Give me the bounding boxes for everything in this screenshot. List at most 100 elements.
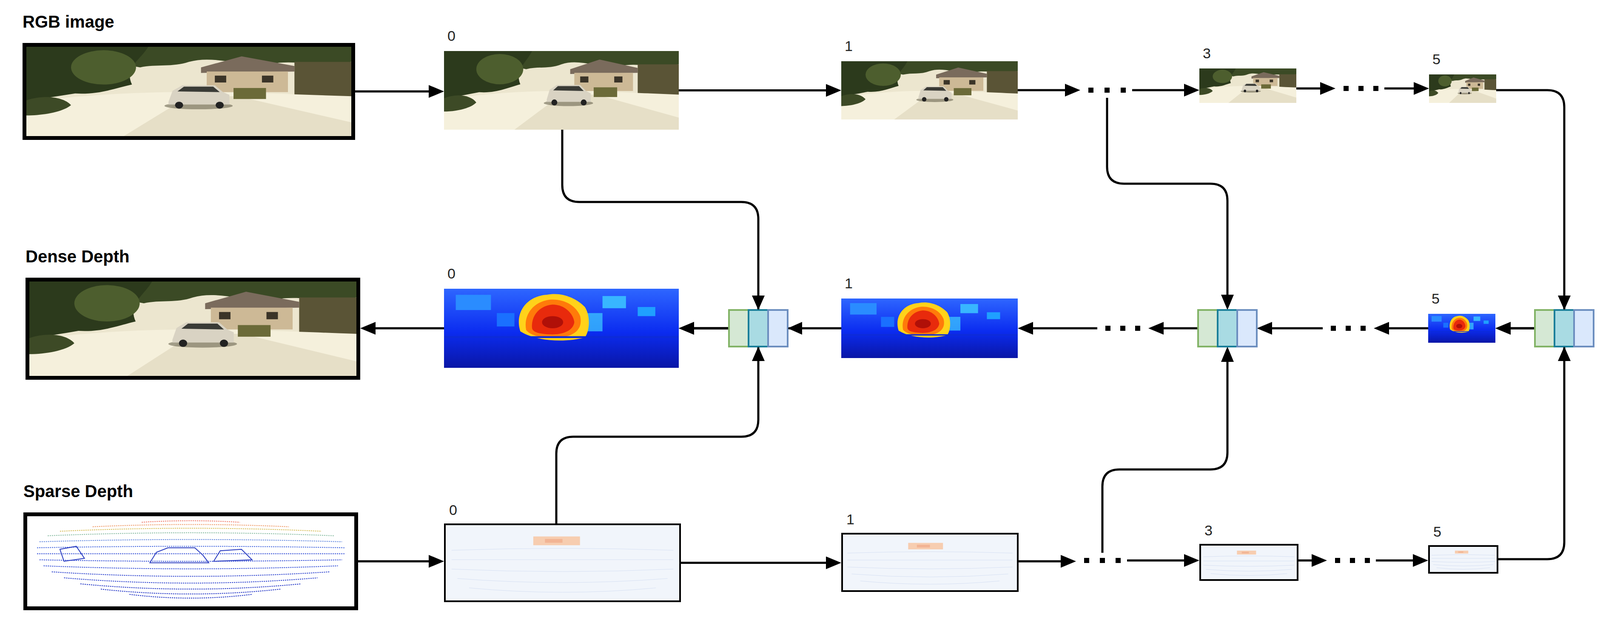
flow-arrow <box>358 560 436 563</box>
chain-line <box>1265 327 1323 330</box>
chain-line <box>1107 97 1228 302</box>
ellipsis-dots <box>1358 85 1364 92</box>
scale-number: 1 <box>844 37 853 55</box>
row-title: RGB image <box>22 11 115 32</box>
chain-line <box>1375 559 1420 562</box>
scale-number: 1 <box>846 511 855 528</box>
flow-arrow <box>556 328 759 524</box>
chain-line <box>1017 89 1072 92</box>
ellipsis-dots <box>1135 325 1141 331</box>
depth-map <box>444 288 679 368</box>
scale-number: 3 <box>1204 522 1213 539</box>
scale-number: 0 <box>449 501 458 519</box>
fusion-block <box>768 310 788 347</box>
depth-scale: 0 <box>444 288 679 368</box>
flow-arrow <box>680 561 833 564</box>
ellipsis-dots <box>1335 558 1341 564</box>
rgb-scale: 1 <box>841 61 1018 120</box>
fusion-input-head <box>787 321 803 335</box>
lidar-scan <box>842 534 1017 591</box>
ellipsis-dots <box>1104 87 1110 93</box>
scale-number: 0 <box>447 27 456 45</box>
ellipsis-dots <box>1115 558 1121 564</box>
flow-arrow <box>678 89 833 92</box>
depth-map <box>841 298 1018 359</box>
rgb-scale: 5 <box>1429 74 1497 103</box>
flow-arrow <box>368 327 445 330</box>
sparse-scale: 5 <box>1428 545 1499 574</box>
scale-number: 0 <box>447 265 456 282</box>
rgb-images <box>26 46 1497 137</box>
fusion-block <box>1574 310 1594 347</box>
fusion-block <box>1237 310 1257 347</box>
ellipsis-dots <box>1373 85 1379 92</box>
lidar-scan <box>1429 546 1497 573</box>
fusion-block <box>728 310 1594 347</box>
row-title: Dense Depth <box>25 246 130 267</box>
ellipsis-dots <box>1105 325 1111 331</box>
sparse-scale: 0 <box>444 523 681 603</box>
depth-scale: 5 <box>1428 313 1496 343</box>
chain-line <box>1296 87 1327 90</box>
flow-arrow <box>1498 328 1565 560</box>
ellipsis-dots <box>1364 558 1370 564</box>
fusion-block <box>748 310 769 347</box>
depth-map <box>1428 313 1496 343</box>
rgb-photo <box>26 46 352 137</box>
ellipsis-dots <box>1349 558 1356 564</box>
fusion-input-head <box>751 295 1571 362</box>
ellipsis-dots <box>1099 558 1105 564</box>
scale-number: 5 <box>1433 523 1442 541</box>
rgb-scale: 0 <box>444 51 679 130</box>
depth-scale: 1 <box>841 298 1018 359</box>
fusion-block <box>1554 310 1575 347</box>
lidar-scan <box>27 516 355 607</box>
fusion-input-head <box>751 295 765 311</box>
sparse-scale: 3 <box>1199 543 1299 581</box>
flow-arrow <box>562 129 759 329</box>
fusion-input-head <box>1557 346 1571 362</box>
flow-arrow <box>355 90 436 93</box>
chain-line <box>1026 327 1098 330</box>
lidar-scan <box>1201 545 1297 580</box>
input-frame: RGB image <box>22 42 356 140</box>
ellipsis-dots <box>1084 85 1379 564</box>
scale-number: 5 <box>1432 51 1441 68</box>
ellipsis-dots <box>1084 558 1090 564</box>
fusion-input-head <box>751 346 765 362</box>
chain-line <box>1018 560 1068 563</box>
rgb-photo <box>444 51 679 130</box>
ellipsis-dots <box>1120 87 1126 93</box>
depth-images <box>29 281 1496 376</box>
rgb-scale: 3 <box>1199 68 1297 103</box>
chain-line <box>1298 559 1319 562</box>
chain-line <box>1384 87 1421 90</box>
sparse-scale: 1 <box>841 532 1019 593</box>
chain-line <box>1102 355 1228 553</box>
rgb-photo <box>1199 68 1297 103</box>
input-frame: Sparse Depth <box>23 512 359 611</box>
rgb-photo <box>841 61 1018 120</box>
fusion-block <box>728 310 749 347</box>
output-frame: Dense Depth <box>25 277 361 380</box>
fusion-block <box>1198 310 1218 347</box>
ellipsis-dots <box>1345 325 1351 331</box>
chain-line <box>1127 559 1191 562</box>
fusion-input-head <box>1557 295 1571 311</box>
row-title: Sparse Depth <box>23 481 134 502</box>
lidar-scan <box>445 525 680 601</box>
rgb-photo <box>1429 74 1497 103</box>
ellipsis-dots <box>1343 85 1349 92</box>
scale-number: 5 <box>1431 290 1440 308</box>
output-photo <box>29 281 357 376</box>
ellipsis-dots <box>1120 325 1126 331</box>
chain-line <box>1382 327 1429 330</box>
scale-number: 1 <box>844 275 853 292</box>
fusion-block <box>1534 310 1555 347</box>
chain-line <box>1132 89 1191 92</box>
fusion-block <box>1217 310 1238 347</box>
